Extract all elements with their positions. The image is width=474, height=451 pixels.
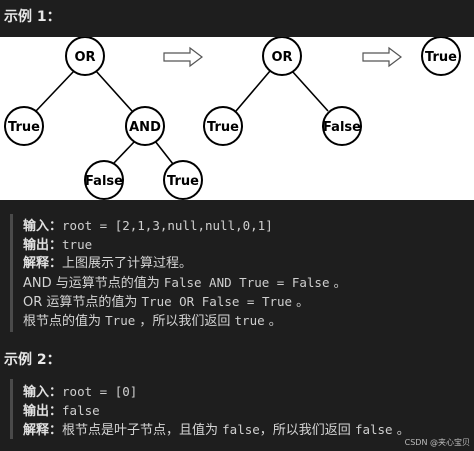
edge-or-true: [35, 70, 75, 112]
watermark: CSDN @夹心宝贝: [404, 438, 470, 447]
example-1-input-line: 输入：root = [2,1,3,null,null,0,1]: [23, 218, 273, 234]
example-1-root-line: 根节点的值为 True ，所以我们返回 true 。: [23, 313, 282, 329]
arrow-right-icon: [163, 46, 203, 68]
example-2-details: 输入：root = [0] 输出：false 解释：根节点是叶子节点，且值为 f…: [10, 379, 474, 439]
example-2-explain-line: 解释：根节点是叶子节点，且值为 false，所以我们返回 false 。: [23, 422, 410, 438]
example-1-heading: 示例 1：: [4, 9, 61, 25]
tree1-right-node: AND: [125, 106, 165, 146]
tree1-root-node: OR: [65, 37, 105, 76]
example-2-output-line: 输出：false: [23, 403, 100, 419]
example-1-details: 输入：root = [2,1,3,null,null,0,1] 输出：true …: [10, 214, 474, 332]
svg-text:AND: AND: [129, 120, 161, 135]
tree3-root-node: True: [421, 37, 461, 76]
svg-text:True: True: [207, 120, 239, 135]
diagram-svg: OR True AND False True OR True: [4, 37, 461, 200]
example-1-output-line: 输出：true: [23, 237, 93, 253]
tree2-left-node: True: [203, 106, 243, 146]
tree1-left-node: True: [4, 106, 44, 146]
svg-text:OR: OR: [271, 50, 292, 65]
tree1-right-right-node: True: [163, 160, 203, 200]
svg-text:False: False: [323, 120, 361, 135]
example-1-explain-line: 解释：上图展示了计算过程。: [23, 256, 193, 271]
edge-and-true: [154, 140, 174, 165]
edge-and-false: [112, 140, 136, 165]
evaluation-diagram: OR True AND False True OR True: [0, 37, 474, 200]
example-2-heading: 示例 2：: [4, 352, 61, 368]
tree2-root-node: OR: [262, 37, 302, 76]
svg-text:True: True: [167, 174, 199, 189]
tree2-right-node: False: [322, 106, 362, 146]
edge-or2-true: [235, 70, 271, 112]
example-1-and-line: AND 与运算节点的值为 False AND True = False 。: [23, 275, 347, 291]
svg-text:True: True: [425, 50, 457, 65]
tree1-right-left-node: False: [84, 160, 124, 200]
arrow-right-icon: [362, 46, 402, 68]
svg-text:False: False: [85, 174, 123, 189]
example-2-input-line: 输入：root = [0]: [23, 384, 138, 400]
edge-or2-false: [291, 70, 329, 112]
svg-text:OR: OR: [74, 50, 95, 65]
svg-text:True: True: [8, 120, 40, 135]
edge-or-and: [95, 70, 133, 112]
example-1-or-line: OR 运算节点的值为 True OR False = True 。: [23, 294, 310, 310]
